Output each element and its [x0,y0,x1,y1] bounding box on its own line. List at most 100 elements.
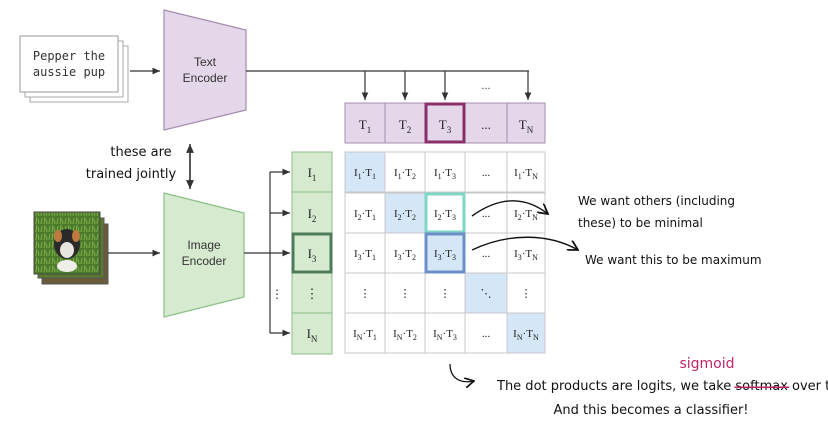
token-subscript: 2 [407,125,412,135]
cell-text-symbol: T [525,208,532,220]
image-output-bus [244,168,290,337]
cell-dot: · [403,328,407,340]
text-encoder-label2: Encoder [183,71,228,85]
cell-image-symbol: I [514,167,518,179]
cell-dot: · [402,208,406,220]
cell-image-subscript: 2 [398,213,402,222]
matrix-cell: I3·T3 [424,232,466,274]
note-line1-pre: The dot products are logits, we take [496,379,735,394]
cell-image-symbol: I [394,248,398,260]
text-encoder-label1: Text [194,55,217,69]
image-encoder: Image Encoder [163,192,245,318]
token-base: I [307,326,311,341]
token-subscript: 1 [367,125,372,135]
cell-text-subscript: 3 [453,333,457,342]
cell-text-subscript: N [532,253,538,262]
token-subscript: 2 [312,214,317,224]
cell-dot: · [442,248,446,260]
cell-text-symbol: T [446,328,453,340]
matrix-cell: IN·TN [506,312,546,354]
matrix-cell-label: I2·TN [514,208,538,222]
cell-text-symbol: T [405,167,412,179]
matrix-cell-label: I1·T3 [434,167,456,181]
image-token-column-bg [291,151,333,355]
cell-text-subscript: 1 [372,213,376,222]
cell-ellipsis: ... [482,167,491,179]
note-line2: And this becomes a classifier! [553,403,748,418]
cell-text-subscript: 2 [412,172,416,181]
cell-image-subscript: 2 [518,213,522,222]
matrix-cell: I1·T2 [384,151,426,193]
image-token-label: I2 [308,206,317,224]
text-token-2: T2 [384,102,426,144]
cell-ellipsis: ⋮ [360,288,371,300]
matrix-cell-label: IN·TN [513,328,539,342]
cell-dot: · [442,167,446,179]
matrix-cell-label: ... [482,248,491,260]
cell-text-subscript: 3 [452,172,456,181]
cell-image-symbol: I [514,208,518,220]
matrix-cell: IN·T1 [344,312,386,354]
cell-text-subscript: 1 [372,172,376,181]
text-token-label: T2 [399,117,411,135]
cell-image-symbol: I [514,248,518,260]
matrix-cell: ⋮ [384,272,426,314]
matrix-cell: I3·TN [506,232,546,274]
matrix-cell-label: I2·T1 [354,208,376,222]
token-base: T [359,117,367,132]
cell-image-subscript: 1 [518,172,522,181]
maximum-curve-arrow [471,236,578,250]
cell-ellipsis: ⋮ [400,288,411,300]
matrix-cell: ⋮ [506,272,546,314]
matrix-cell: I1·T1 [344,151,386,193]
input-image-stack [33,211,109,285]
matrix-cell: I1·TN [506,151,546,193]
text-token-1: T1 [344,102,386,144]
text-token-label: T1 [359,117,371,135]
cell-ellipsis: ... [482,208,491,220]
matrix-cell-label: I1·TN [514,167,538,181]
image-token-vellipsis: ⋮ [292,286,332,314]
text-token-ellipsis: ... [464,102,508,144]
matrix-cell-label: I3·T2 [394,248,416,262]
matrix-cell-label: ⋮ [440,288,451,300]
token-base: ... [481,117,491,132]
puppy-photo [54,229,80,272]
matrix-cell: ... [464,232,508,274]
matrix-cell-label: ⋮ [360,288,371,300]
cell-image-subscript: 1 [398,172,402,181]
token-base: T [439,117,447,132]
cell-text-symbol: T [406,328,413,340]
cell-text-symbol: T [445,167,452,179]
token-base: I [308,165,312,180]
image-token-label: I3 [308,246,317,264]
token-subscript: 3 [312,254,317,264]
matrix-cell: I3·T1 [344,232,386,274]
token-subscript: N [527,125,534,135]
cell-dot: · [362,248,366,260]
cell-ellipsis: ⋱ [481,288,492,300]
input-text-stack: Pepper the aussie pup [19,35,129,103]
cell-image-subscript: 1 [438,172,442,181]
token-base: T [519,117,527,132]
cell-text-symbol: T [445,208,452,220]
cell-text-subscript: N [533,333,539,342]
matrix-cell-label: I1·T2 [394,167,416,181]
image-token-N: IN [307,326,318,344]
text-token-3: T3 [424,102,466,144]
matrix-cell: I2·TN [506,192,546,234]
i3-highlight-box [291,232,333,274]
matrix-cell-label: ... [482,167,491,179]
token-base: I [308,246,312,261]
text-token-N: TN [506,102,546,144]
cell-image-subscript: 2 [358,213,362,222]
cell-text-subscript: N [532,172,538,181]
image-encoder-label1: Image [187,238,221,252]
text-encoder: Text Encoder [163,9,247,131]
matrix-cell: ... [464,312,508,354]
trained-jointly-line1: these are [110,145,171,160]
i2t3-highlight-box [424,192,466,234]
